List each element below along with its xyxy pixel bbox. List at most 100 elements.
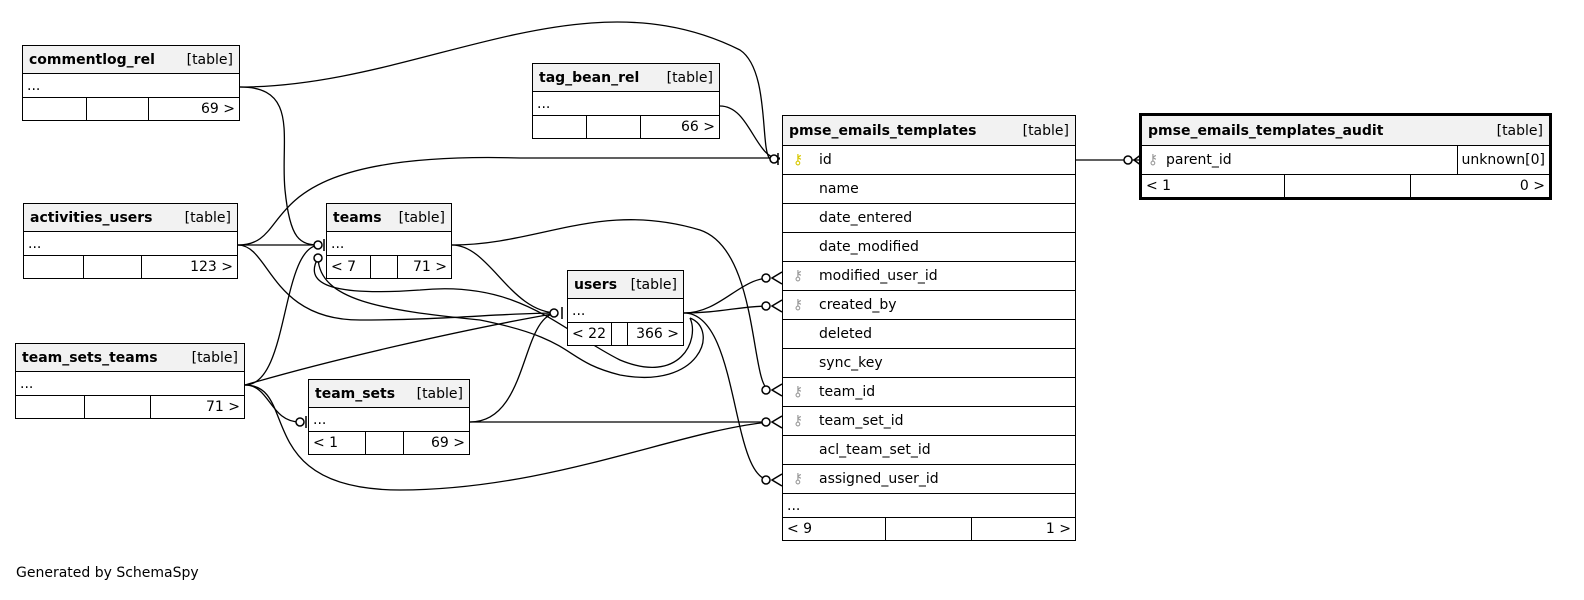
children-count[interactable]: 123 > <box>190 259 233 275</box>
more-columns: ... <box>783 494 1075 518</box>
table-type: [table] <box>186 51 233 68</box>
edge-marker <box>549 308 559 318</box>
more-columns: ... <box>309 408 469 432</box>
column-name: date_modified <box>819 239 919 255</box>
children-count[interactable]: 71 > <box>206 399 240 415</box>
table-commentlog-rel[interactable]: commentlog_rel [table] ... 69 > <box>22 45 240 121</box>
edge-teamsets-to-users <box>469 312 559 423</box>
parents-count <box>16 396 85 418</box>
more-columns: ... <box>533 92 719 116</box>
table-name: teams <box>333 209 382 226</box>
column-row-name[interactable]: name <box>783 175 1075 204</box>
edge-teams-to-pmse-teamid <box>451 219 771 391</box>
edge-teams-loop-b <box>317 257 704 378</box>
parents-count[interactable]: < 22 <box>568 323 612 345</box>
column-row-parent-id[interactable]: ⚷ parent_id unknown[0] <box>1142 146 1549 175</box>
table-teams[interactable]: teams [table] ... < 7 71 > <box>326 203 452 279</box>
table-footer: < 9 1 > <box>783 518 1075 540</box>
column-name: team_set_id <box>819 413 904 429</box>
edge-tst-to-teams <box>244 244 321 386</box>
table-header: teams [table] <box>327 204 451 232</box>
table-tag-bean-rel[interactable]: tag_bean_rel [table] ... 66 > <box>532 63 720 139</box>
edge-marker <box>761 273 771 283</box>
primary-key-icon: ⚷ <box>792 152 804 168</box>
edge-marker <box>769 154 779 164</box>
children-count[interactable]: 1 > <box>1045 521 1071 537</box>
column-row-modified-user-id[interactable]: ⚷modified_user_id <box>783 262 1075 291</box>
generated-by-note: Generated by SchemaSpy <box>16 565 199 581</box>
table-header: activities_users [table] <box>24 204 237 232</box>
column-row-acl-team-set-id[interactable]: acl_team_set_id <box>783 436 1075 465</box>
crowfoot-marker <box>770 383 783 397</box>
parents-count <box>533 116 587 138</box>
children-count[interactable]: 69 > <box>431 435 465 451</box>
column-row-deleted[interactable]: deleted <box>783 320 1075 349</box>
column-datatype: unknown[0] <box>1456 146 1549 174</box>
footer-spacer <box>612 323 628 345</box>
table-team-sets[interactable]: team_sets [table] ... < 1 69 > <box>308 379 470 455</box>
children-count[interactable]: 69 > <box>201 101 235 117</box>
edge-activities-to-users <box>237 244 559 321</box>
edge-tagbean-to-pmse-id <box>719 105 781 160</box>
table-header: team_sets_teams [table] <box>16 344 244 372</box>
foreign-key-icon: ⚷ <box>792 297 804 313</box>
children-count[interactable]: 366 > <box>636 326 679 342</box>
crowfoot-marker <box>770 415 783 429</box>
parents-count[interactable]: < 1 <box>1142 175 1285 197</box>
edge-marker <box>295 417 305 427</box>
children-count[interactable]: 66 > <box>681 119 715 135</box>
table-type: [table] <box>416 385 463 402</box>
table-pmse-emails-templates[interactable]: pmse_emails_templates [table] ⚷id name d… <box>782 115 1076 541</box>
table-type: [table] <box>191 349 238 366</box>
edge-marker <box>761 475 771 485</box>
more-columns: ... <box>23 74 239 98</box>
column-row-created-by[interactable]: ⚷ created_by <box>783 291 1075 320</box>
column-row-assigned-user-id[interactable]: ⚷assigned_user_id <box>783 465 1075 494</box>
column-row-date-entered[interactable]: date_entered <box>783 204 1075 233</box>
table-users[interactable]: users [table] ... < 22 366 > <box>567 270 684 346</box>
table-name: pmse_emails_templates <box>789 122 977 139</box>
footer-spacer <box>87 98 149 120</box>
footer-spacer <box>886 518 972 540</box>
table-type: [table] <box>184 209 231 226</box>
more-columns: ... <box>16 372 244 396</box>
parents-count[interactable]: < 1 <box>309 432 366 454</box>
foreign-key-icon: ⚷ <box>792 471 804 487</box>
table-type: [table] <box>398 209 445 226</box>
foreign-key-icon: ⚷ <box>1147 152 1159 168</box>
more-columns: ... <box>568 299 683 323</box>
table-footer: 69 > <box>23 98 239 120</box>
column-name: name <box>819 181 859 197</box>
column-row-team-set-id[interactable]: ⚷ team_set_id <box>783 407 1075 436</box>
column-row-sync-key[interactable]: sync_key <box>783 349 1075 378</box>
column-name: deleted <box>819 326 872 342</box>
edge-marker <box>313 253 323 263</box>
column-name: parent_id <box>1166 152 1232 168</box>
edge-teams-to-users <box>451 244 559 314</box>
children-count[interactable]: 71 > <box>413 259 447 275</box>
table-pmse-emails-templates-audit[interactable]: pmse_emails_templates_audit [table] ⚷ pa… <box>1139 113 1552 200</box>
footer-spacer <box>1285 175 1411 197</box>
edge-tst-to-pmse-teamsetid <box>244 384 771 491</box>
column-row-id[interactable]: ⚷id <box>783 146 1075 175</box>
column-row-team-id[interactable]: ⚷team_id <box>783 378 1075 407</box>
table-header: users [table] <box>568 271 683 299</box>
column-name: created_by <box>819 297 897 313</box>
table-footer: 66 > <box>533 116 719 138</box>
table-header: team_sets [table] <box>309 380 469 408</box>
edge-marker <box>761 385 771 395</box>
parents-count[interactable]: < 9 <box>783 518 886 540</box>
parents-count[interactable]: < 7 <box>327 256 371 278</box>
table-activities-users[interactable]: activities_users [table] ... 123 > <box>23 203 238 279</box>
edge-users-to-pmse-modified <box>683 277 771 314</box>
table-name: team_sets <box>315 385 396 402</box>
more-columns: ... <box>24 232 237 256</box>
table-name: commentlog_rel <box>29 51 155 68</box>
table-header: commentlog_rel [table] <box>23 46 239 74</box>
table-team-sets-teams[interactable]: team_sets_teams [table] ... 71 > <box>15 343 245 419</box>
foreign-key-icon: ⚷ <box>792 413 804 429</box>
column-row-date-modified[interactable]: date_modified <box>783 233 1075 262</box>
edge-commentlog-to-teams <box>239 86 321 246</box>
table-header: tag_bean_rel [table] <box>533 64 719 92</box>
